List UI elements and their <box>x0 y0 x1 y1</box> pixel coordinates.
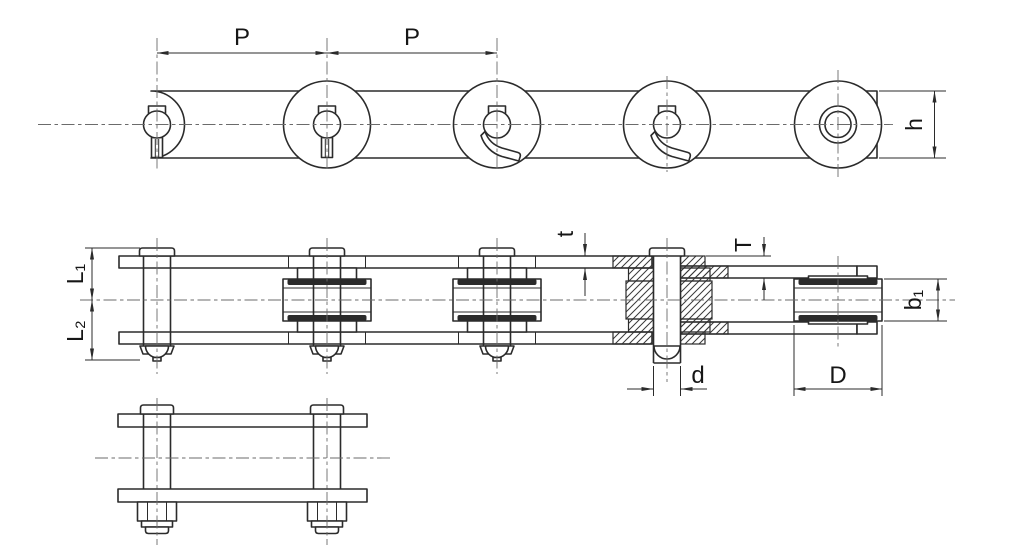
dim-b1: b₁ <box>884 278 947 322</box>
dim-label-pitch-1: P <box>234 24 250 51</box>
top-view: P P h <box>38 24 946 180</box>
outer-plate-top <box>118 255 653 269</box>
pin-front <box>138 247 516 362</box>
cotter-pin-bent <box>480 130 522 162</box>
dim-label-L1: L₁ <box>62 263 88 284</box>
center-lines <box>38 38 893 180</box>
plate-end-edges <box>288 256 536 344</box>
cotter-pin-bent <box>650 130 692 162</box>
dim-label-T: T <box>730 238 756 252</box>
dim-height: h <box>879 90 946 159</box>
dim-label-L2: L₂ <box>62 320 88 342</box>
dim-label-h: h <box>901 118 927 131</box>
dim-D: D <box>793 325 883 396</box>
link-detail-view <box>95 398 390 545</box>
dim-label-pitch-2: P <box>404 24 420 51</box>
dim-pitch: P P <box>156 24 498 55</box>
dim-label-b1: b₁ <box>900 289 926 310</box>
dim-label-D: D <box>829 362 846 389</box>
dim-label-t: t <box>552 230 578 237</box>
dim-d: d <box>627 362 707 396</box>
pin-circle <box>142 105 858 144</box>
front-view: L₁ L₂ t T d D <box>62 230 955 396</box>
dim-T: T <box>706 237 771 300</box>
center-lines <box>80 238 955 382</box>
detail-plate-top <box>117 413 368 428</box>
dim-label-d: d <box>691 362 704 389</box>
detail-plate-bottom <box>117 488 368 503</box>
center-lines <box>95 398 390 545</box>
dim-t: t <box>552 230 587 296</box>
outer-plate-bottom <box>118 331 653 345</box>
dim-L1-L2: L₁ L₂ <box>62 247 140 361</box>
